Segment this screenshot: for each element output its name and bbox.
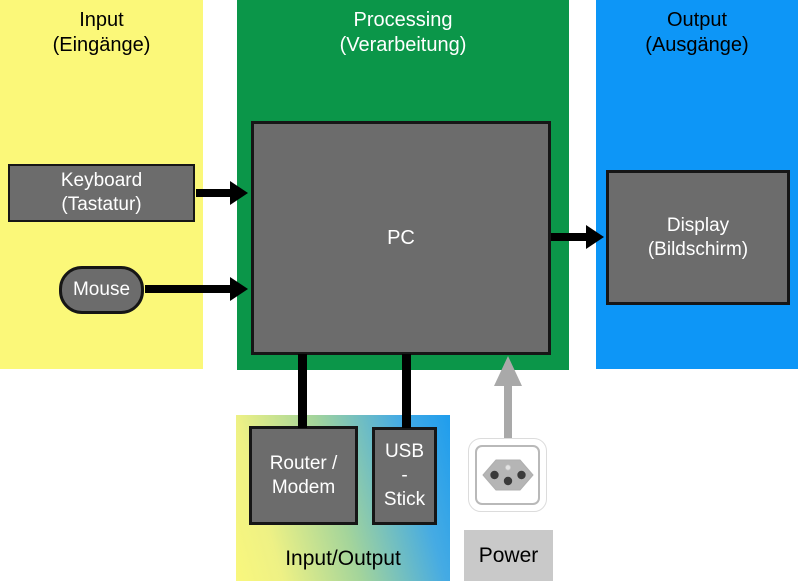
pc-to-router-line [298,354,307,428]
usb-label-line3: Stick [383,489,426,510]
panel-output-title: Output (Ausgänge) [596,8,798,58]
display-label-line1: Display [666,214,730,236]
input-output-caption: Input/Output [285,547,401,570]
arrow-shaft [551,233,588,241]
power-label-badge: Power [464,530,553,581]
usb-stick-node: USB - Stick [372,427,437,525]
panel-input-title-line1: Input [79,9,124,31]
panel-processing-title-line2: (Verarbeitung) [339,34,467,56]
router-label-line2: Modem [271,476,336,498]
pc-node: PC [251,121,551,355]
usb-label-line2: - [401,465,408,486]
arrow-shaft [504,384,512,438]
power-socket-face [475,445,540,505]
panel-processing-title-line1: Processing [353,9,453,31]
power-to-pc-arrow [494,356,522,438]
keyboard-to-pc-arrow [196,181,248,205]
mouse-label: Mouse [72,279,131,300]
panel-input-title-line2: (Eingänge) [52,34,151,56]
pc-to-display-arrow [551,225,604,249]
arrow-head-icon [230,181,248,205]
panel-processing-title: Processing (Verarbeitung) [237,8,569,58]
arrow-shaft [145,285,232,293]
router-modem-node: Router / Modem [249,426,358,525]
keyboard-label-line2: (Tastatur) [61,194,142,215]
arrow-head-icon [586,225,604,249]
usb-label-line1: USB [384,441,425,462]
mouse-node: Mouse [59,266,144,314]
arrow-head-icon [230,277,248,301]
mouse-to-pc-arrow [145,277,248,301]
arrow-shaft [196,189,232,197]
keyboard-label-line1: Keyboard [60,170,143,191]
panel-output-title-line2: (Ausgänge) [645,34,749,56]
panel-output-title-line1: Output [666,9,728,31]
panel-input-title: Input (Eingänge) [0,8,203,58]
display-node: Display (Bildschirm) [606,170,790,305]
display-label-line2: (Bildschirm) [647,238,749,260]
power-label-text: Power [478,543,539,567]
pc-label: PC [387,227,415,249]
keyboard-node: Keyboard (Tastatur) [8,164,195,222]
swiss-socket-glyph [482,459,533,491]
router-label-line1: Router / [269,452,338,474]
arrow-head-up-icon [494,356,522,386]
power-socket-icon [468,438,547,512]
pc-to-usb-line [402,354,411,428]
